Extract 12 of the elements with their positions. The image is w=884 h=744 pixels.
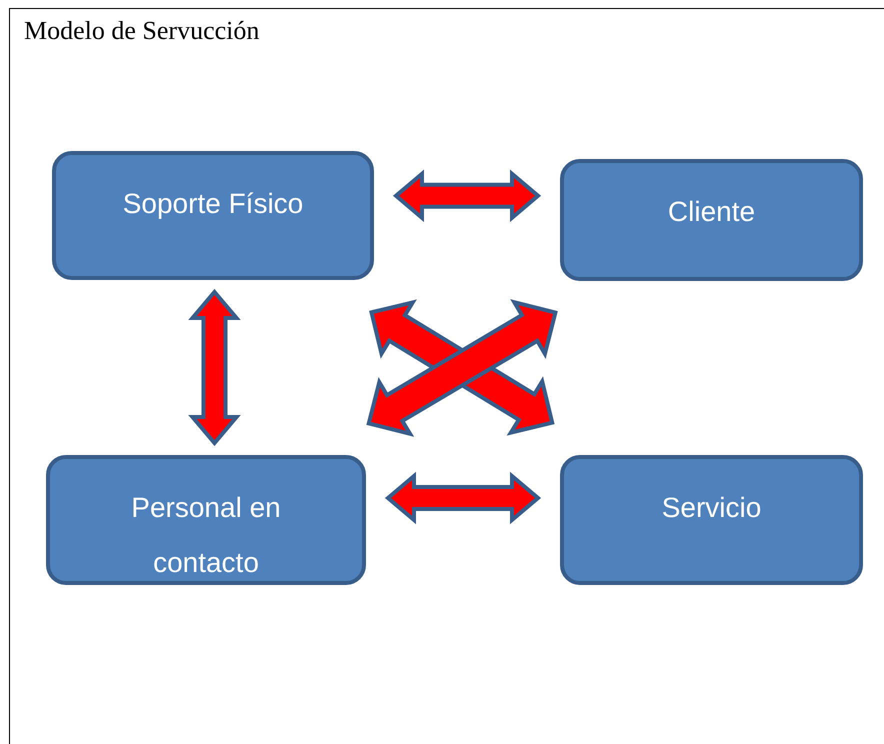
box-label: Cliente: [668, 196, 756, 227]
process-box: [560, 455, 863, 585]
block-arrow: [384, 472, 542, 524]
box-label: Servicio: [662, 492, 762, 523]
process-box: [52, 151, 374, 280]
process-box: [560, 159, 863, 281]
process-box: [46, 455, 366, 585]
box-label: Soporte Físico: [122, 188, 304, 219]
diagram-title: Modelo de Servucción: [24, 16, 260, 46]
box-label: Personal en contacto: [131, 492, 281, 578]
block-arrow: [188, 288, 241, 446]
block-arrow: [392, 169, 542, 222]
